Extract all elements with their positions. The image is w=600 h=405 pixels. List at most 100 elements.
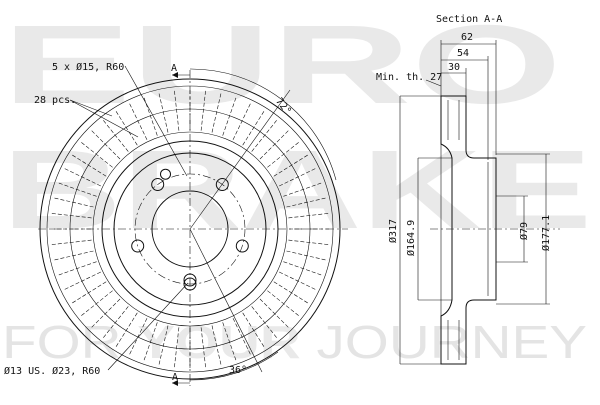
leader-vents-b — [69, 99, 139, 138]
vent-channel — [62, 167, 101, 187]
vent-channel — [200, 327, 207, 370]
vent-channel — [90, 298, 121, 329]
center-hole-label: Ø13 US. Ø23, R60 — [4, 365, 100, 377]
section-arrow-top-head — [172, 72, 178, 78]
vent-channel — [251, 118, 279, 152]
vent-channel — [173, 327, 180, 370]
hat-inner-edge — [113, 152, 267, 306]
bolt-hole — [235, 239, 249, 253]
section-title: Section A-A — [436, 14, 502, 25]
dia-177-1-label: Ø177.1 — [540, 215, 552, 251]
vent-channel — [267, 290, 301, 318]
bolt-hole — [131, 239, 145, 253]
watermark-tagline: FOR YOUR JOURNEY — [2, 316, 587, 368]
vent-channels — [49, 88, 331, 370]
vent-channel — [79, 290, 113, 318]
vent-channel — [288, 239, 331, 246]
vent-channel — [267, 140, 301, 168]
watermark-brand-line-2: BRAKE — [2, 127, 592, 252]
vent-channel — [101, 306, 129, 340]
bolt-holes — [131, 168, 249, 291]
vent-channel — [211, 325, 222, 367]
vent-channel — [52, 250, 94, 261]
vent-channel — [283, 261, 324, 276]
leader-center-hole — [107, 282, 189, 371]
vent-channel — [52, 197, 94, 208]
vent-count-label: 28 pcs. — [34, 95, 76, 106]
bolt-hole — [183, 277, 197, 291]
vent-channel — [114, 109, 138, 146]
dia-164-9-label: Ø164.9 — [405, 220, 417, 256]
watermark-tagline-part-3: JOURNEY — [301, 316, 587, 368]
vent-channel — [279, 271, 318, 291]
angle-arc-36 — [189, 351, 279, 381]
vent-channel — [101, 118, 129, 152]
vent-channel — [56, 182, 97, 197]
vent-band-outer — [46, 85, 334, 373]
vent-channel — [242, 109, 266, 146]
vent-channel — [286, 197, 328, 208]
leader-bolt-pattern — [124, 65, 188, 177]
center-bore — [151, 190, 229, 268]
vent-channel — [128, 101, 148, 140]
disc-section-view: Section A-A 62 54 30 Min. th. 27 Ø317 Ø1… — [376, 14, 560, 365]
disc-front-view: A A 5 x Ø15, R60 28 pcs. Ø13 US. Ø23, R6… — [4, 61, 348, 386]
vent-channel — [286, 250, 328, 261]
vent-channel — [232, 318, 252, 357]
angle-ray-36 — [189, 228, 263, 373]
vent-channel — [279, 167, 318, 187]
min-thickness-label: Min. th. 27 — [376, 72, 442, 83]
section-arrow-bottom-head — [172, 380, 178, 386]
vent-channel — [283, 182, 324, 197]
vent-channel — [158, 325, 169, 367]
leader-vents-a — [69, 99, 113, 117]
vent-channel — [79, 140, 113, 168]
vent-channel — [232, 101, 252, 140]
vent-channel — [222, 322, 237, 363]
vent-band-inner — [92, 131, 288, 327]
vent-channel — [251, 306, 279, 340]
vent-channel — [200, 88, 207, 131]
dim-54-label: 54 — [457, 48, 469, 59]
vent-channel — [114, 312, 138, 349]
bolt-hole — [151, 178, 165, 191]
vent-channel — [242, 312, 266, 349]
dia-79-label: Ø79 — [518, 222, 530, 240]
section-marker-bottom: A — [172, 372, 178, 383]
watermark-brand-line-1: EURO — [2, 2, 562, 127]
section-profile — [440, 95, 497, 365]
vent-channel — [62, 271, 101, 291]
vent-channel — [158, 91, 169, 133]
vent-channel — [273, 281, 310, 305]
bolt-circle — [134, 173, 246, 285]
watermark-tagline-part-2: YOUR — [137, 316, 301, 368]
disc-outer-edge — [39, 78, 341, 380]
vent-channel — [211, 91, 222, 133]
vent-channel — [259, 298, 290, 329]
locating-hole — [160, 168, 171, 180]
dim-30-label: 30 — [448, 62, 460, 73]
vent-channel — [56, 261, 97, 276]
angle-ray-72 — [189, 89, 291, 230]
vent-channel — [143, 322, 158, 363]
vent-channel — [49, 212, 92, 219]
section-marker-top: A — [171, 63, 177, 74]
angle-bottom-label: 36° — [229, 365, 247, 376]
bolt-hole — [215, 178, 229, 191]
vent-channel — [288, 212, 331, 219]
leader-min-thickness — [425, 79, 442, 87]
vent-channel — [49, 239, 92, 246]
vent-channel — [143, 95, 158, 136]
threaded-hole — [183, 273, 197, 287]
dia-317-label: Ø317 — [387, 219, 399, 243]
vent-channel — [70, 153, 107, 177]
vent-channel — [273, 153, 310, 177]
angle-arc-72 — [189, 68, 337, 181]
vent-channel — [70, 281, 107, 305]
watermark-tagline-part-1: FOR — [2, 316, 137, 368]
hat-outer-edge — [101, 140, 279, 318]
vent-channel — [173, 88, 180, 131]
vent-channel — [259, 129, 290, 160]
